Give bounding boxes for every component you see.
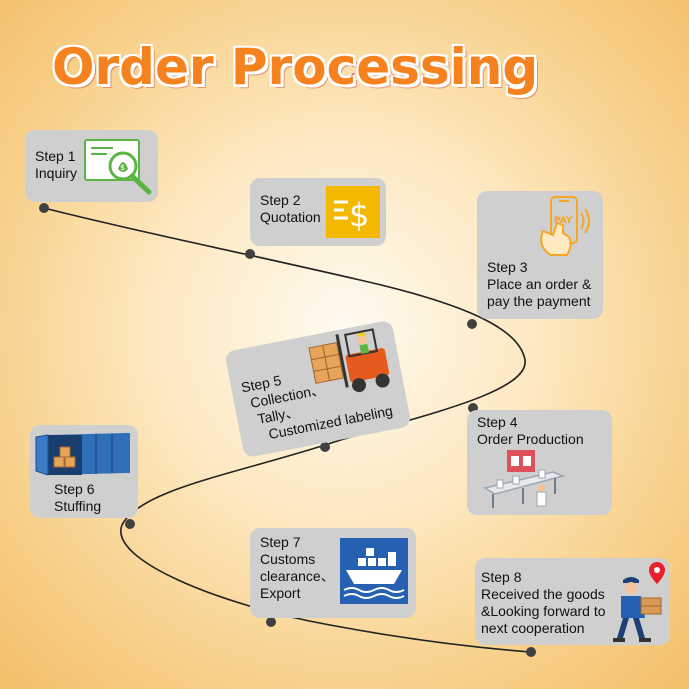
step-6-title: Step 6 (54, 481, 95, 497)
step-8-card: Step 8 Received the goods &Looking forwa… (475, 558, 670, 645)
step-7-marker (266, 617, 276, 627)
step-3-card: Step 3 Place an order & pay the payment … (477, 191, 603, 319)
step-8-text-2: &Looking forward to (481, 603, 606, 619)
step-7-title: Step 7 (260, 534, 301, 550)
delivery-man-icon (613, 560, 669, 644)
step-4-title: Step 4 (477, 414, 518, 430)
step-1-card: Step 1 Inquiry $ (25, 130, 158, 202)
step-6-card: Step 6 Stuffing (30, 425, 138, 518)
step-5-card: Step 5 Collection、 Tally、 Customized lab… (224, 319, 412, 459)
step-4-text: Order Production (477, 431, 584, 447)
step-1-text: Inquiry (35, 165, 78, 181)
svg-text:$: $ (349, 196, 369, 234)
step-7-text-1: Customs (260, 551, 316, 567)
forklift-icon (305, 321, 399, 405)
step-3-text-1: Place an order & (487, 276, 592, 292)
step-7-text-3: Export (260, 585, 301, 601)
page-title: Order Processing (51, 37, 540, 98)
step-7-card: Step 7 Customs clearance、 Export (250, 528, 416, 618)
step-1-title: Step 1 (35, 148, 76, 164)
step-2-card: Step 2 Quotation $ (250, 178, 386, 246)
svg-text:PAY: PAY (554, 216, 573, 226)
step-8-marker (526, 647, 536, 657)
step-6-marker (125, 519, 135, 529)
step-3-marker (467, 319, 477, 329)
step-2-title: Step 2 (260, 192, 301, 208)
step-5-marker (320, 442, 330, 452)
step-4-card: Step 4 Order Production (467, 410, 612, 515)
step-8-text-1: Received the goods (481, 586, 605, 602)
step-2-text: Quotation (260, 209, 321, 225)
step-8-text-3: next cooperation (481, 620, 585, 636)
step-3-text-2: pay the payment (487, 293, 591, 309)
step-1-marker (39, 203, 49, 213)
step-8-title: Step 8 (481, 569, 522, 585)
cargo-ship-icon (340, 538, 408, 604)
step-7-text-2: clearance、 (260, 568, 335, 584)
step-6-text: Stuffing (54, 498, 102, 514)
production-line-icon (483, 448, 567, 510)
dollar-quote-icon: $ (326, 186, 380, 238)
shipping-container-icon (34, 429, 134, 479)
phone-pay-icon: PAY (537, 195, 597, 259)
svg-text:$: $ (120, 163, 125, 172)
step-3-title: Step 3 (487, 259, 528, 275)
search-money-document-icon: $ (83, 136, 155, 198)
step-2-marker (245, 249, 255, 259)
